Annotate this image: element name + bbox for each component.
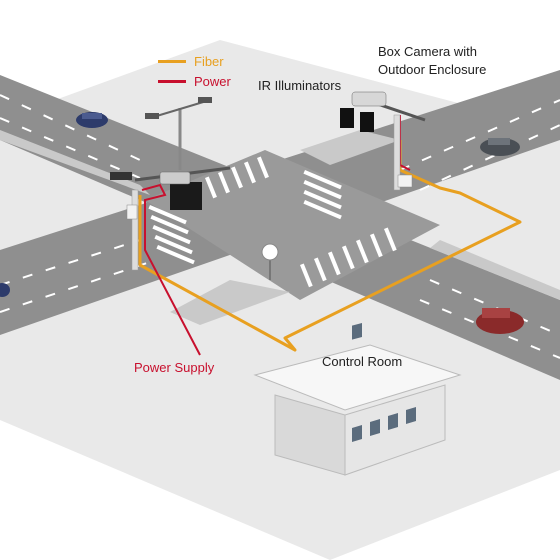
legend-fiber: Fiber (158, 54, 224, 69)
street-light-top (145, 97, 212, 170)
crosswalk-left (148, 205, 195, 265)
power-legend-swatch (158, 80, 186, 83)
crosswalk-top (205, 156, 269, 199)
left-camera-pole (110, 166, 231, 271)
right-camera-pole (340, 91, 426, 191)
box-camera-label-line1: Box Camera with (378, 44, 477, 59)
car-red (476, 308, 524, 334)
median-right (430, 240, 560, 300)
fiber-legend-swatch (158, 60, 186, 63)
road-sign (261, 243, 279, 280)
legend-power: Power (158, 74, 231, 89)
median-bottom (170, 280, 290, 325)
fiber-legend-label: Fiber (194, 54, 224, 69)
power-legend-label: Power (194, 74, 231, 89)
ir-illuminators-label: IR Illuminators (258, 78, 342, 93)
power-supply-label: Power Supply (134, 360, 215, 375)
control-room-label: Control Room (322, 354, 403, 369)
median-top (300, 130, 400, 165)
power-cable (141, 183, 201, 356)
lane-markings-cross (0, 99, 560, 313)
crosswalk-right (303, 169, 342, 220)
crosswalk-bottom (300, 227, 397, 288)
car-gray (480, 138, 520, 156)
car-blue (76, 112, 108, 128)
car-left-edge (0, 283, 10, 297)
control-room-building (253, 323, 462, 476)
box-camera-label-line2: Outdoor Enclosure (378, 62, 487, 77)
fiber-cable (138, 140, 522, 352)
